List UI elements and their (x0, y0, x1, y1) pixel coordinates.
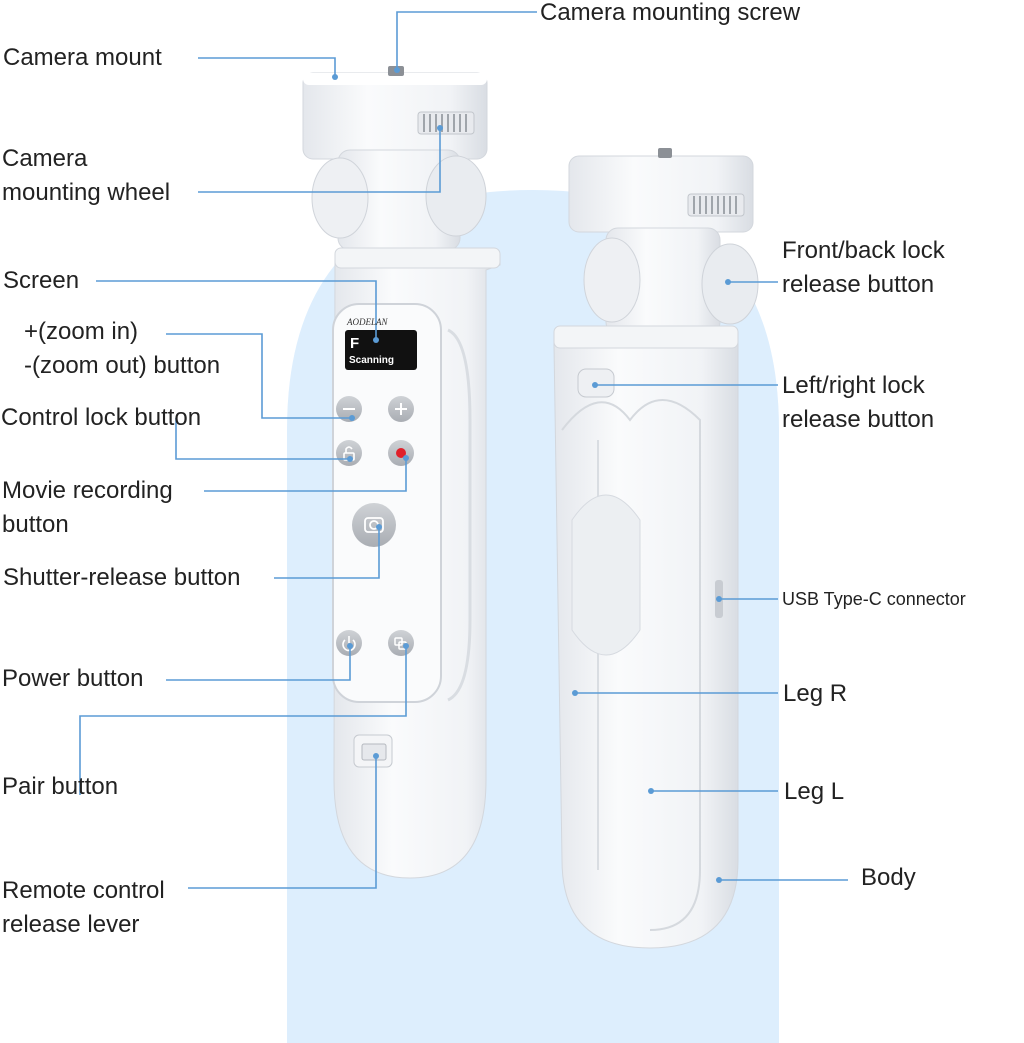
leader-lines (79, 11, 848, 889)
label-movie-recording-2: button (2, 511, 69, 538)
label-remote-release-1: Remote control (2, 877, 165, 904)
label-power: Power button (2, 665, 144, 692)
brand-text: AODELAN (346, 317, 388, 327)
label-camera-mounting-wheel-1: Camera (2, 145, 88, 172)
label-screen: Screen (3, 267, 80, 294)
label-movie-recording-1: Movie recording (2, 477, 173, 504)
label-left-right-lock-2: release button (782, 406, 935, 433)
screen-status: Scanning (349, 355, 394, 366)
label-front-back-lock-1: Front/back lock (782, 237, 945, 264)
label-body: Body (861, 864, 916, 891)
label-shutter-release: Shutter-release button (3, 564, 241, 591)
label-zoom-2: -(zoom out) button (24, 352, 221, 379)
label-usb-c: USB Type-C connector (782, 589, 966, 609)
label-camera-mount: Camera mount (3, 44, 162, 71)
label-control-lock: Control lock button (1, 404, 202, 431)
label-camera-mounting-screw: Camera mounting screw (540, 0, 801, 26)
label-front-back-lock-2: release button (782, 271, 935, 298)
label-leg-r: Leg R (783, 680, 848, 707)
label-left-right-lock-1: Left/right lock (782, 372, 925, 399)
label-pair: Pair button (2, 773, 119, 800)
label-leg-l: Leg L (784, 778, 845, 805)
label-remote-release-2: release lever (2, 911, 140, 938)
label-camera-mounting-wheel-2: mounting wheel (2, 179, 171, 206)
leader-dots (332, 67, 731, 883)
label-zoom-1: +(zoom in) (24, 318, 139, 345)
left-device (302, 66, 501, 879)
right-device (553, 148, 759, 949)
screen-letter: F (350, 335, 359, 352)
